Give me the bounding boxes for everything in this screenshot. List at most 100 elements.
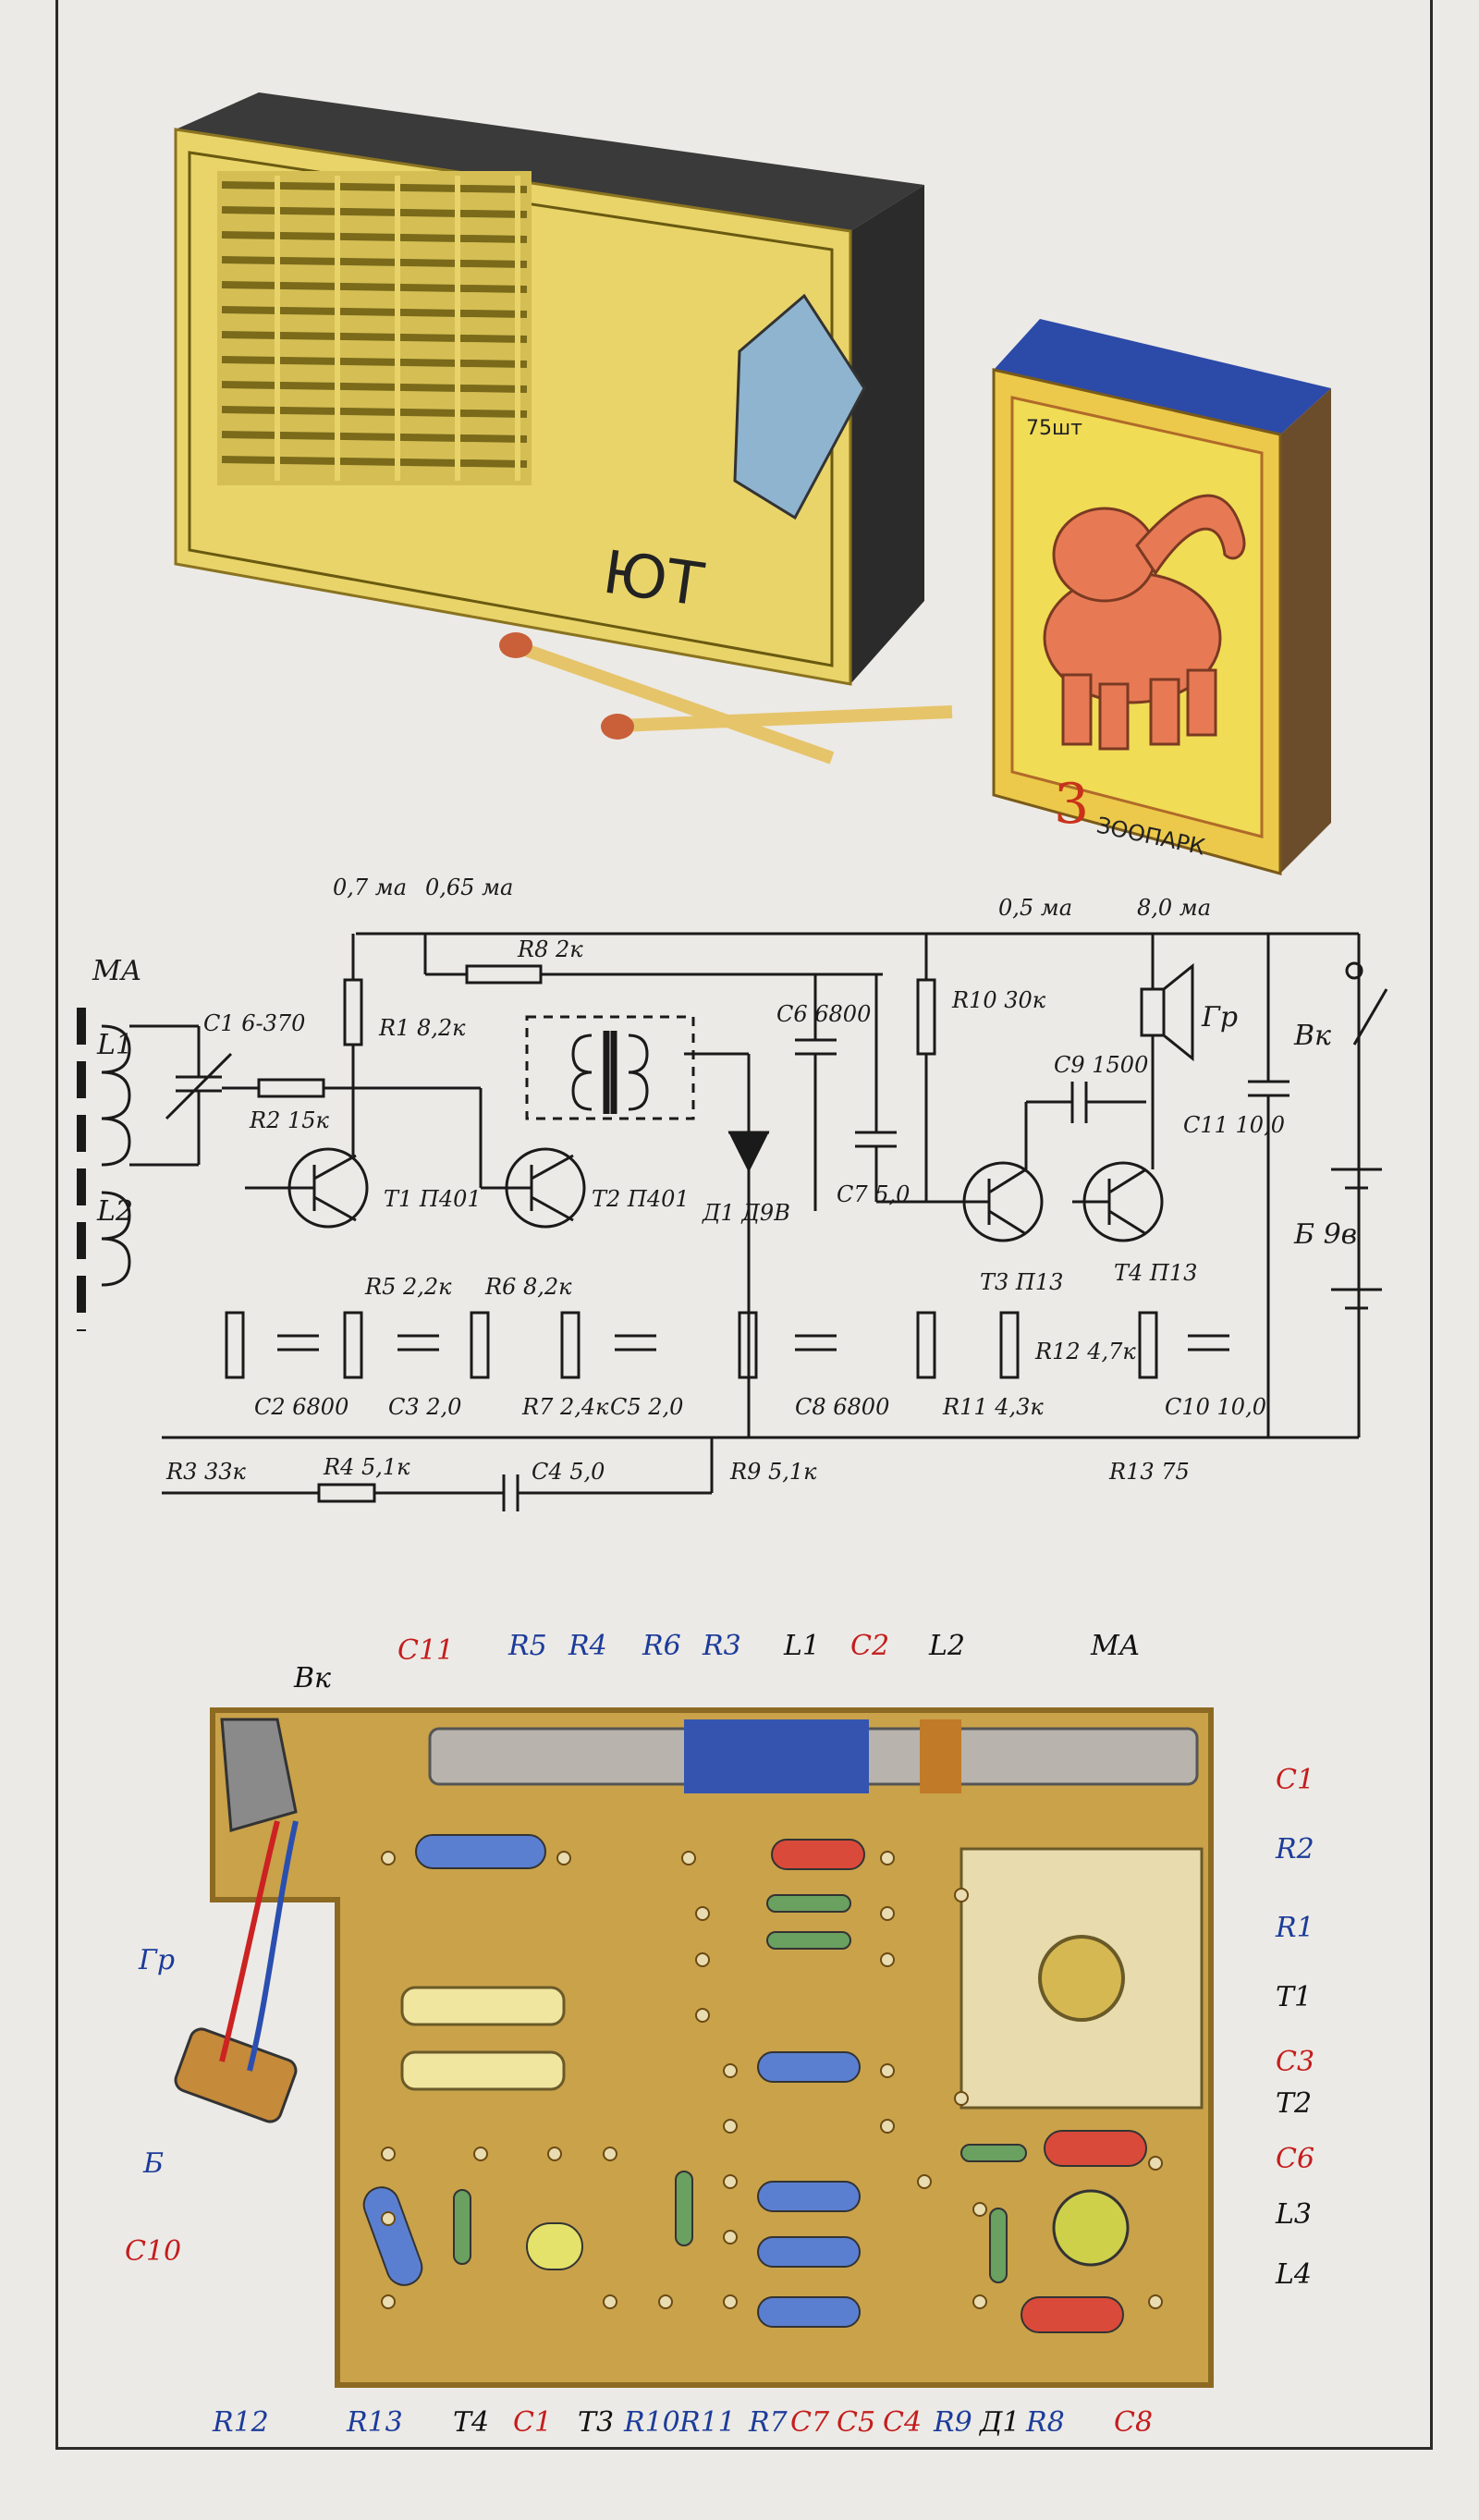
battery-wire-red <box>219 1820 280 2062</box>
label-c10: C10 10,0 <box>1165 1394 1266 1420</box>
radio-cutaway <box>733 293 866 520</box>
board-label-ma: МА <box>1090 1630 1140 1662</box>
c1-ceramic-capacitor <box>526 2222 583 2270</box>
page-frame <box>55 0 1433 2450</box>
board-label-l3: L3 <box>1275 2198 1312 2231</box>
label-current-3: 0,5 ма <box>998 895 1072 921</box>
board-label-c8: C8 <box>1114 2406 1153 2439</box>
label-c11: C11 10,0 <box>1183 1112 1285 1138</box>
solder-pad <box>723 2119 738 2134</box>
solder-pad <box>880 1851 895 1866</box>
board-label-c3: C3 <box>1276 2046 1314 2078</box>
board-label-l2: L2 <box>928 1630 965 1662</box>
solder-pad <box>1148 2294 1163 2309</box>
c1-variable-arrow <box>165 1052 233 1120</box>
c7-capacitor <box>757 2181 861 2212</box>
label-c2: C2 6800 <box>254 1394 348 1420</box>
solder-pad <box>723 2174 738 2189</box>
label-r5: R5 2,2к <box>364 1274 452 1300</box>
grille-slot <box>221 431 528 443</box>
board-label-c2: C2 <box>850 1630 889 1662</box>
grille-slot <box>221 281 528 293</box>
label-current-1: 0,7 ма <box>333 875 407 900</box>
label-c8: C8 6800 <box>795 1394 889 1420</box>
solder-pad <box>681 1851 696 1866</box>
board-label-c7: C7 <box>790 2406 830 2439</box>
board-label-l4: L4 <box>1275 2258 1312 2291</box>
c3-capacitor <box>757 2051 861 2083</box>
battery-clip-icon <box>174 2027 298 2123</box>
label-current-4: 8,0 ма <box>1137 895 1211 921</box>
board-label-t4: T4 <box>453 2406 489 2439</box>
r8-resistor <box>465 964 543 985</box>
label-t4: T4 П13 <box>1114 1260 1197 1286</box>
board-label-r13: R13 <box>346 2406 403 2439</box>
solder-pad <box>972 2294 987 2309</box>
r7-resistor <box>560 1311 581 1379</box>
board-label-c4: C4 <box>883 2406 922 2439</box>
solder-pad <box>954 2091 969 2106</box>
r2-resistor-part <box>766 1931 851 1950</box>
l3-l4-coil-ring <box>1052 2189 1130 2267</box>
label-r12: R12 4,7к <box>1034 1339 1136 1364</box>
schematic-labels: МА L1 L2 C1 6-370 R2 15к R1 8,2к R8 2к C… <box>92 875 1357 1485</box>
grille-slot <box>221 381 528 393</box>
board-label-r1: R1 <box>1275 1912 1314 1944</box>
solder-pad <box>381 2147 396 2161</box>
battery-wire-blue <box>247 1820 299 2072</box>
solder-pad <box>381 1851 396 1866</box>
solder-pad <box>1148 2156 1163 2171</box>
circuit-board <box>174 1707 1214 2388</box>
l2-winding <box>920 1719 961 1793</box>
solder-pad <box>880 2119 895 2134</box>
label-l1: L1 <box>96 1029 133 1061</box>
solder-pad <box>556 1851 571 1866</box>
matchbox-count: 75шт <box>1026 417 1082 440</box>
grille-slot <box>221 406 528 418</box>
grille-slot <box>221 181 528 193</box>
label-r6: R6 8,2к <box>484 1274 572 1300</box>
label-r11: R11 4,3к <box>942 1394 1044 1420</box>
board-label-r2: R2 <box>1275 1833 1314 1866</box>
l3-coil <box>571 1034 593 1111</box>
label-current-2: 0,65 ма <box>425 875 513 900</box>
label-t2: T2 П401 <box>592 1186 690 1212</box>
r11-resistor <box>916 1311 936 1379</box>
solder-pad <box>547 2147 562 2161</box>
l1-coil <box>101 1024 131 1167</box>
board-label-r12: R12 <box>212 2406 269 2439</box>
solder-pad <box>972 2202 987 2217</box>
solder-pad <box>880 1906 895 1921</box>
radio-label: ЮТ <box>599 539 708 620</box>
solder-pad <box>723 2063 738 2078</box>
board-label-vk: Вк <box>293 1662 331 1694</box>
solder-pad <box>723 2294 738 2309</box>
label-r13: R13 75 <box>1108 1459 1190 1485</box>
tuning-knob-icon <box>1038 1935 1125 2022</box>
label-gr: Гр <box>1201 1001 1238 1034</box>
grille-slot <box>221 256 528 268</box>
label-r8: R8 2к <box>517 936 583 962</box>
speaker-contact-2 <box>400 2050 566 2091</box>
solder-pad <box>695 1952 710 1967</box>
label-c5: C5 2,0 <box>610 1394 683 1420</box>
grille-slot <box>221 231 528 243</box>
board-label-c5: C5 <box>837 2406 875 2439</box>
board-label-c10: C10 <box>125 2235 181 2268</box>
label-r4: R4 5,1к <box>323 1454 410 1480</box>
r12-resistor <box>999 1311 1020 1379</box>
board-label-r10: R10 <box>623 2406 680 2439</box>
switch-vk-icon <box>220 1718 298 1832</box>
label-t3: T3 П13 <box>980 1269 1063 1295</box>
board-label-t2: T2 <box>1276 2087 1312 2120</box>
label-antenna: МА <box>92 955 141 987</box>
label-d1: Д1 Д9В <box>702 1200 790 1226</box>
solder-pad <box>723 2230 738 2245</box>
c5-capacitor <box>757 2236 861 2268</box>
board-label-r5: R5 <box>507 1630 547 1662</box>
radio-top <box>176 92 924 231</box>
grille-slot <box>221 456 528 468</box>
matchbox-illustration: 75шт 3 ЗООПАРК <box>992 319 1331 875</box>
label-r9: R9 5,1к <box>729 1459 817 1485</box>
